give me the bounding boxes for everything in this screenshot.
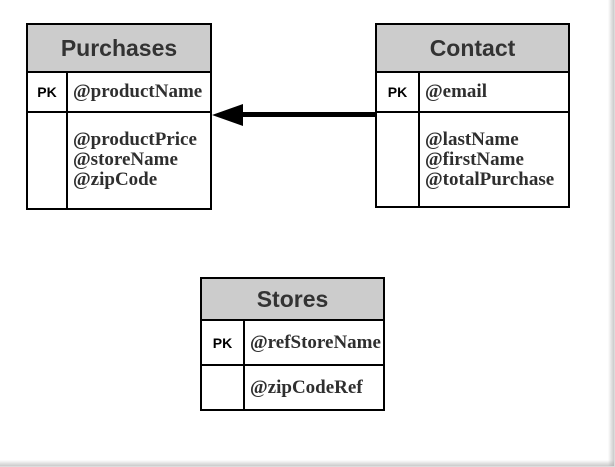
attribute-text: @refStoreName	[250, 331, 381, 353]
attribute-text: @totalPurchase	[425, 169, 555, 190]
entity-purchases-attr-key-spacer	[28, 113, 68, 208]
entity-purchases-title: Purchases	[28, 25, 210, 73]
entity-stores-pk-attribute: @refStoreName	[245, 321, 383, 364]
relationship-line	[242, 112, 375, 117]
relationship-arrowhead-icon	[212, 104, 243, 126]
relationship-contact-to-purchases[interactable]	[212, 104, 375, 126]
entity-contact-title: Contact	[377, 25, 568, 73]
entity-stores-attributes-row: @zipCodeRef	[202, 366, 383, 409]
canvas-bottom-edge-shadow	[0, 460, 614, 466]
attribute-text: @zipCode	[73, 169, 158, 190]
entity-contact-primary-key-row: PK @email	[377, 73, 568, 113]
entity-stores[interactable]: Stores PK @refStoreName @zipCodeRef	[200, 277, 385, 411]
attribute-text: @email	[425, 81, 487, 102]
entity-contact-attributes-row: @lastName @firstName @totalPurchase	[377, 113, 568, 206]
entity-purchases-attribute-list: @productPrice @storeName @zipCode	[68, 113, 210, 208]
entity-purchases-primary-key-row: PK @productName	[28, 73, 210, 113]
entity-stores-primary-key-row: PK @refStoreName	[202, 321, 383, 366]
entity-contact[interactable]: Contact PK @email @lastName @firstName @…	[375, 23, 570, 208]
attribute-text: @zipCodeRef	[250, 376, 363, 398]
entity-contact-attr-key-spacer	[377, 113, 420, 206]
attribute-text: @firstName	[425, 149, 524, 170]
entity-stores-title: Stores	[202, 279, 383, 321]
entity-purchases-pk-attribute: @productName	[68, 73, 210, 111]
entity-contact-attribute-list: @lastName @firstName @totalPurchase	[420, 113, 568, 206]
entity-contact-pk-label: PK	[377, 73, 420, 111]
entity-purchases[interactable]: Purchases PK @productName @productPrice …	[26, 23, 212, 210]
attribute-text: @productName	[73, 81, 203, 102]
attribute-text: @productPrice	[73, 129, 197, 150]
entity-contact-pk-attribute: @email	[420, 73, 568, 111]
entity-stores-pk-label: PK	[202, 321, 245, 364]
entity-purchases-pk-label: PK	[28, 73, 68, 111]
entity-stores-attribute-list: @zipCodeRef	[245, 366, 383, 409]
entity-stores-attr-key-spacer	[202, 366, 245, 409]
canvas-right-edge-shadow	[608, 0, 614, 466]
entity-purchases-attributes-row: @productPrice @storeName @zipCode	[28, 113, 210, 208]
attribute-text: @lastName	[425, 129, 519, 150]
attribute-text: @storeName	[73, 149, 178, 170]
